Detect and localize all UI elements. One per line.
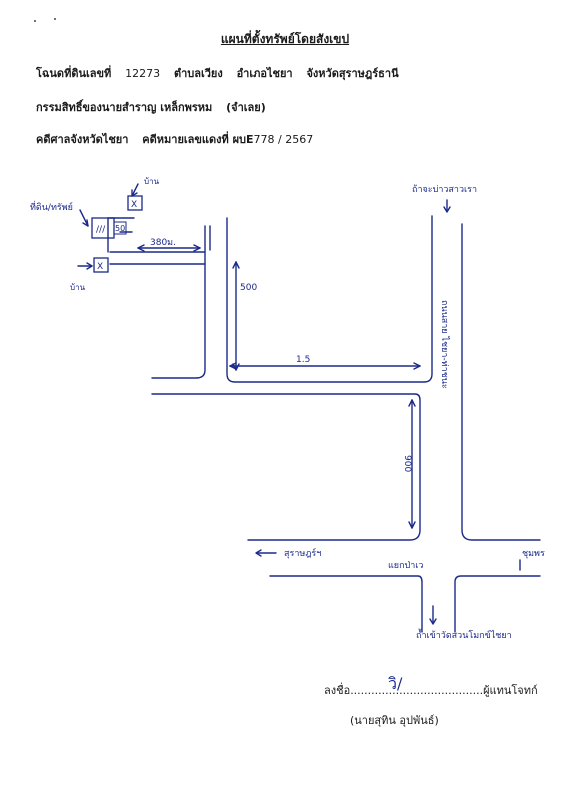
court-name: คดีศาลจังหวัดไชยา [36, 133, 129, 146]
arrow-head [137, 244, 201, 252]
distance-1-5: 1.5 [296, 355, 310, 365]
arrow-head [429, 618, 437, 625]
sign-dots-left: ................... [350, 684, 417, 697]
sign-label: ลงชื่อ [324, 684, 351, 697]
sign-dots-right: ................... [416, 684, 484, 697]
label-vertical-road: ถนนสาย ไชยา-ท่าชนะ [439, 300, 450, 389]
label-house-bottom: บ้าน [70, 283, 86, 292]
arrow-head [255, 549, 262, 557]
house-mark-bottom: X [97, 262, 103, 272]
scan-speck [54, 18, 56, 20]
arrow-head [86, 262, 93, 270]
label-cross-west: สุราษฎร์ฯ [284, 547, 321, 559]
arrow-head [408, 399, 416, 529]
small-box-label: 50 [115, 224, 125, 233]
road-edge [269, 575, 423, 633]
owner-line: กรรมสิทธิ์ของนายสำราญ เหล็กพรหม (จำเลย) [36, 98, 266, 116]
pointer-line [131, 183, 139, 197]
handwritten-signature: วิ/ [388, 674, 403, 693]
subdistrict: ตำบลเวียง [173, 67, 223, 80]
house-box-top [127, 195, 143, 211]
case-line: คดีศาลจังหวัดไชยา คดีหมายเลขแดงที่ ผบE77… [36, 130, 313, 148]
label-cross-east: ชุมพร [522, 549, 545, 559]
hatch-mark: /// [96, 225, 106, 235]
deed-label: โฉนดที่ดินเลขที่ [36, 67, 112, 80]
province: จังหวัดสุราษฎร์ธานี [306, 67, 399, 80]
arrow-head [443, 206, 451, 213]
distance-500: 500 [240, 283, 257, 293]
label-property: ที่ดิน/ทรัพย์ [30, 200, 73, 213]
pointer-line [79, 209, 89, 227]
scan-speck [34, 20, 36, 22]
house-box-bottom [93, 257, 109, 273]
signer-name: (นายสุทิน อุปพันธ์) [350, 714, 439, 727]
arrow-head [232, 261, 240, 371]
arrow-head [229, 362, 421, 370]
deed-number: 12273 [125, 67, 161, 80]
page-title: แผนที่ตั้งทรัพย์โดยสังเขป [220, 32, 350, 46]
signature-line: ลงชื่อ..................................… [324, 681, 538, 699]
road-edge [151, 393, 421, 541]
road-edge [454, 575, 541, 633]
label-road-south: ถ้ำเข้าวัดสวนโมกข์ไชยา [416, 628, 512, 641]
distance-900: 900 [402, 455, 412, 472]
small-box [113, 221, 127, 235]
owner-role: (จำเลย) [226, 101, 266, 114]
road-edge [151, 225, 206, 379]
distance-380: 380ม. [150, 238, 176, 248]
arrow-head [82, 219, 89, 227]
label-house-top: บ้าน [144, 177, 160, 186]
road-edge [461, 223, 541, 541]
label-cross-mid: แยกป่าเว [388, 561, 423, 571]
case-label: คดีหมายเลขแดงที่ ผบE [142, 133, 254, 146]
deed-line: โฉนดที่ดินเลขที่ 12273 ตำบลเวียง อำเภอไช… [36, 64, 399, 82]
house-mark-top: X [131, 200, 137, 210]
owner-name: กรรมสิทธิ์ของนายสำราญ เหล็กพรหม [36, 101, 213, 114]
sign-role: ผู้แทนโจทก์ [483, 684, 538, 697]
label-road-north: ถ้าจะบ่าวสาวเรา [412, 184, 477, 195]
district: อำเภอไชยา [236, 67, 293, 80]
case-number: 778 / 2567 [253, 133, 314, 146]
road-edge [226, 215, 433, 383]
